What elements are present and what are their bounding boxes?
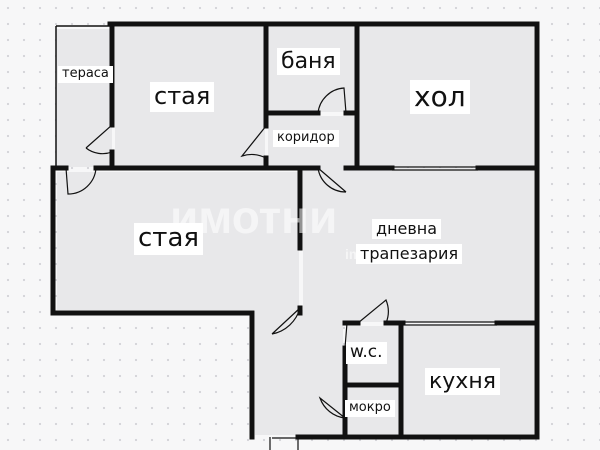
door-corridor [317, 167, 347, 193]
door-room-big [65, 167, 97, 195]
door-entrance [344, 322, 348, 349]
label-bathroom: баня [277, 48, 340, 76]
door-bathroom [317, 87, 347, 114]
terrace-outline [55, 25, 110, 166]
label-wc: w.c. [346, 342, 387, 364]
label-wet-area: мокро [345, 400, 395, 417]
label-kitchen: кухня [425, 368, 500, 396]
door-living-lower [271, 307, 301, 335]
door-swings [65, 87, 389, 450]
label-corridor: коридор [273, 130, 339, 147]
label-living-line1: дневна [372, 219, 442, 240]
walls [50, 21, 540, 440]
floor-terrace [56, 29, 112, 167]
door-wet-area [318, 396, 346, 419]
label-room-top: стая [150, 82, 215, 112]
label-living-line2: трапезария [356, 244, 463, 265]
door-terrace [85, 124, 113, 155]
door-front [269, 437, 299, 450]
label-room-big: стая [134, 223, 204, 255]
floor-lower-hall [255, 310, 343, 435]
sliding-doors [392, 166, 497, 326]
label-hall: хол [410, 80, 470, 115]
door-wc [357, 299, 389, 324]
label-terrace: тераса [58, 66, 113, 83]
door-room-top [240, 125, 267, 159]
